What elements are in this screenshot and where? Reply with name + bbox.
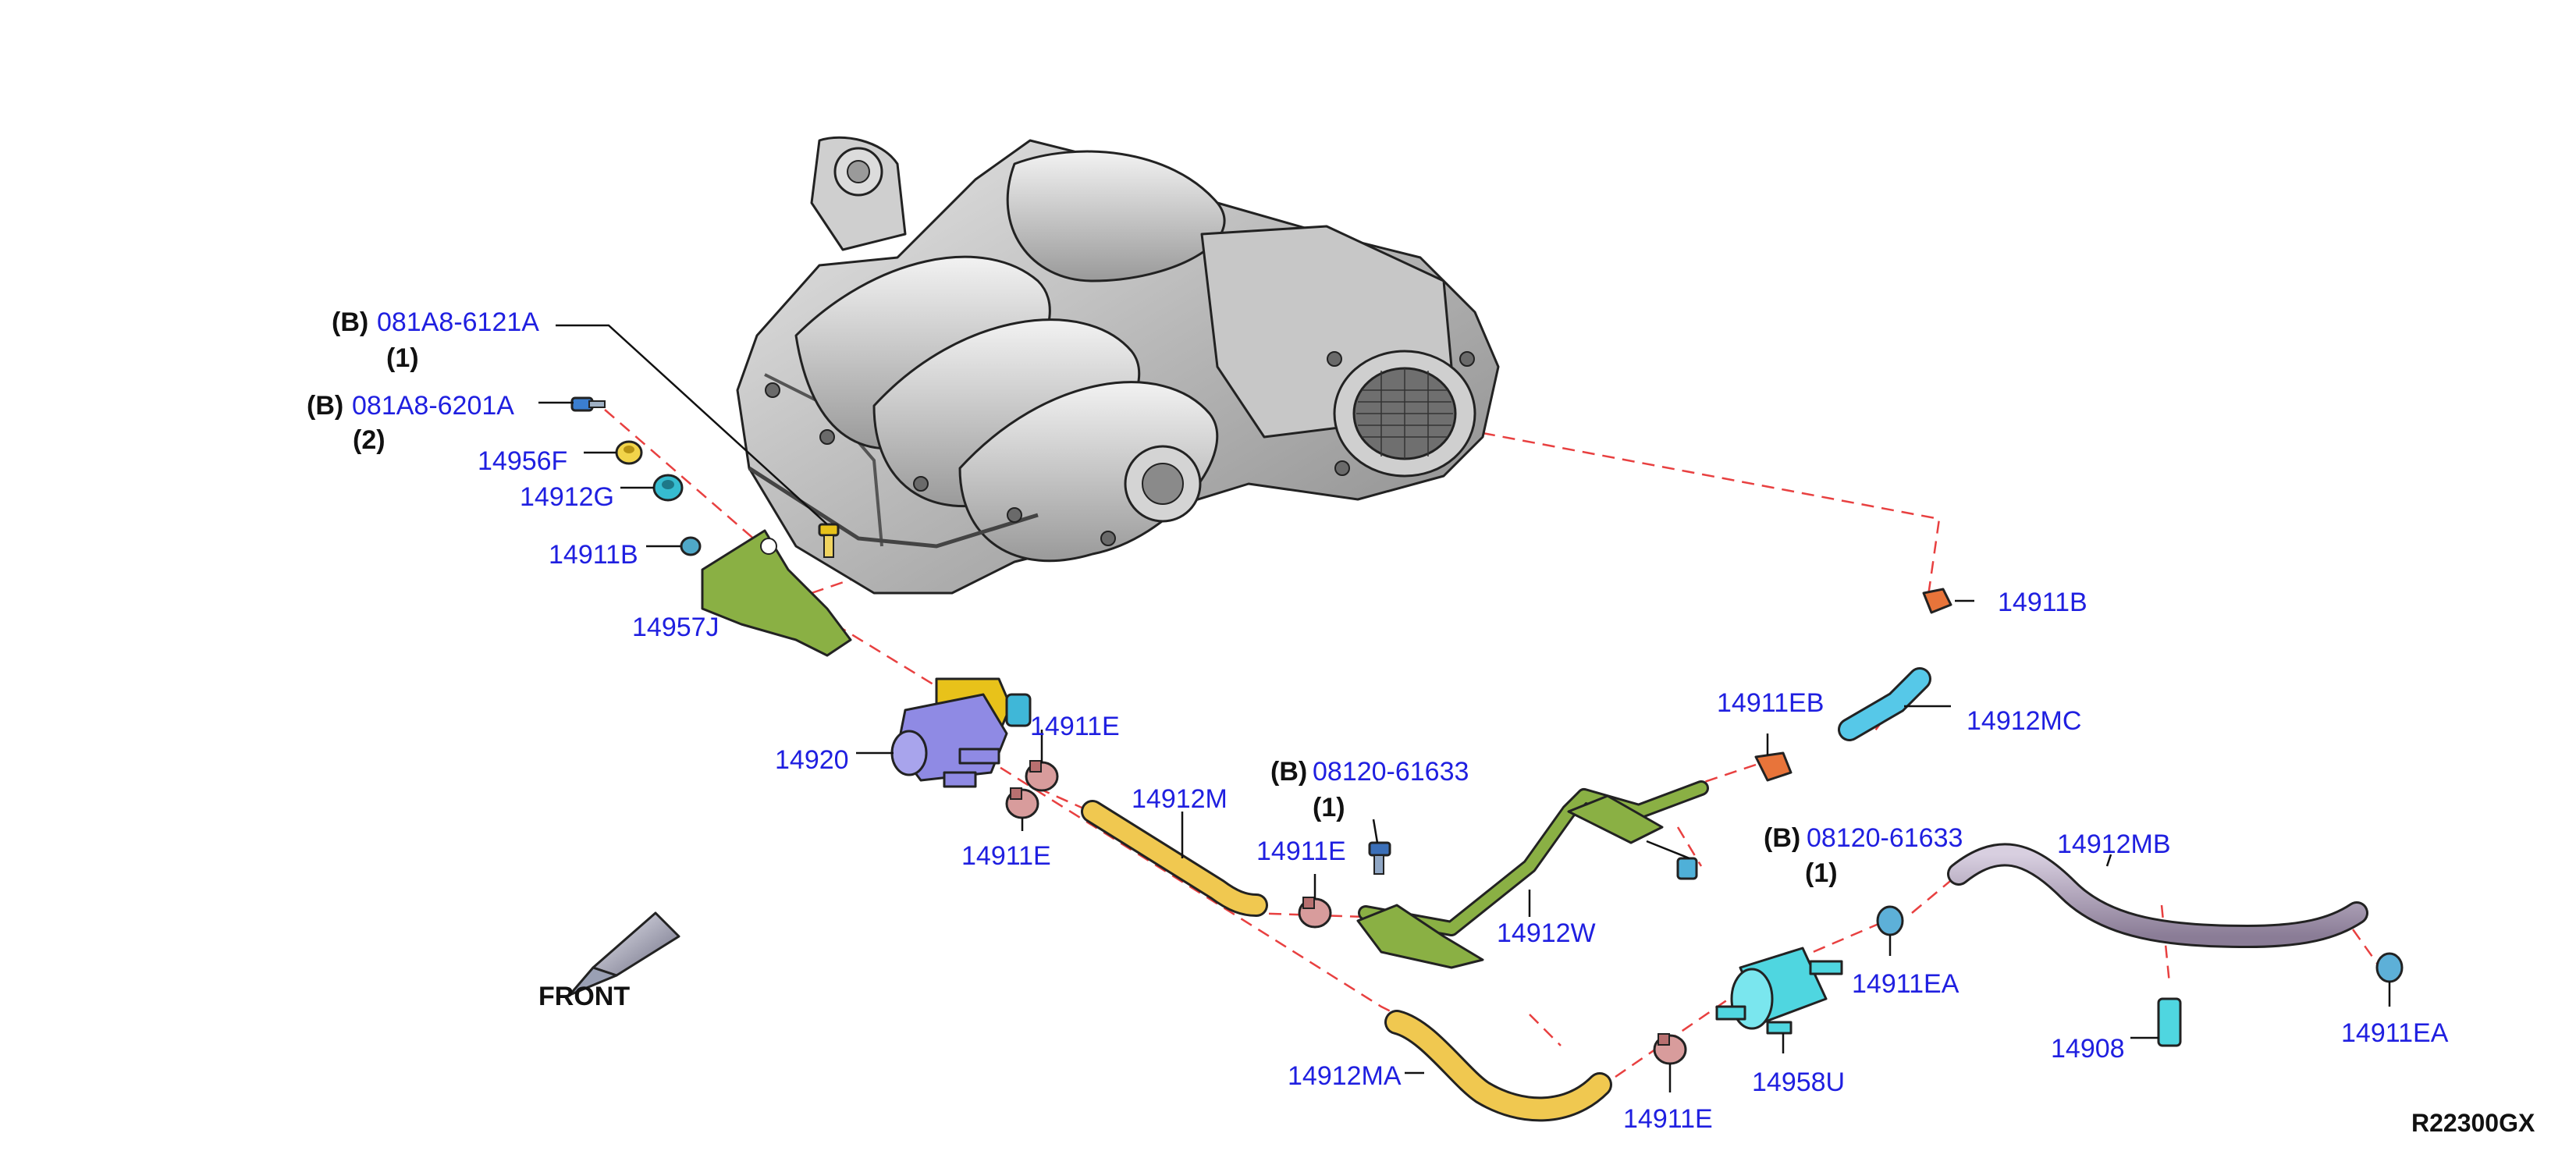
canister-filter-14958u [1715,947,1843,1035]
clamps [1005,588,2404,1065]
clamp-14911ea-left [1876,905,1904,936]
label-14911e-bottom: 14911E [1623,1104,1713,1134]
clamp-14911e-bottom [1653,1033,1687,1065]
clip-14911b [680,536,702,556]
label-14920: 14920 [775,745,849,775]
qty-2: (2) [353,425,386,455]
clamp-14911ea-right [2375,952,2404,983]
label-14911eb: 14911EB [1717,688,1824,718]
mark-b-1: (B) [332,307,368,337]
label-14911ea-left: 14911EA [1852,969,1960,999]
washer-14956f [615,440,643,465]
clamp-14911e-upper [1025,760,1059,792]
label-14911b-top: 14911B [1998,588,2087,617]
label-14912g: 14912G [520,482,614,512]
qty-1b: (1) [1313,793,1345,822]
hose-14912ma [1384,1010,1612,1122]
connector-14908 [2157,997,2182,1047]
label-14912w: 14912W [1497,918,1596,948]
grommet-14912g [652,474,684,502]
clamp-14911e-lower [1005,787,1039,819]
mark-b-2: (B) [307,391,343,421]
clamp-14911eb [1754,751,1793,782]
label-14911e-upper: 14911E [1030,712,1120,741]
clamp-14911e-mid [1298,897,1332,929]
label-14911e-mid: 14911E [1256,837,1346,866]
label-14911b: 14911B [549,540,638,570]
part-labels: (B) 081A8-6121A (1) (B) 081A8-6201A (2) … [307,307,2535,1137]
label-08120-61633-left: 08120-61633 [1313,757,1469,787]
bolt-081a8-6201a [570,396,606,412]
bolt-081a8-6121a [818,523,840,558]
label-08120-61633-right: 08120-61633 [1807,823,1963,853]
mark-b-3: (B) [1270,757,1307,787]
label-14911ea-right: 14911EA [2341,1018,2449,1048]
qty-1c: (1) [1805,858,1838,888]
qty-1a: (1) [386,343,419,373]
vacuum-tube-14912w [1356,780,1709,969]
intake-manifold [736,136,1500,595]
label-14911e-lower: 14911E [961,841,1051,871]
label-14912mc: 14912MC [1967,706,2081,736]
leader-lines [538,324,2391,1092]
mark-b-4: (B) [1764,823,1800,853]
clamp-14911b-top [1922,588,1952,614]
label-14956f: 14956F [478,446,567,476]
bolt-08120-61633-right [1676,857,1698,880]
diagram-code: R22300GX [2411,1109,2535,1137]
front-label: FRONT [538,982,630,1011]
hose-14912mb [1947,843,2368,949]
front-arrow-icon [568,911,680,996]
label-14958u: 14958U [1752,1067,1845,1097]
label-14908: 14908 [2051,1034,2125,1064]
bolt-08120-61633-left [1368,841,1391,875]
label-14957j: 14957J [632,613,720,642]
label-081a8-6201a: 081A8-6201A [352,391,514,421]
label-14912mb: 14912MB [2057,829,2171,859]
fastener-stack [570,396,840,558]
label-14912m: 14912M [1132,784,1228,814]
label-14912ma: 14912MA [1288,1061,1402,1091]
solenoid-valve-14920 [890,677,1032,788]
hose-14912m [1081,800,1268,917]
bracket-14957j [701,529,852,657]
label-081a8-6121a: 081A8-6121A [377,307,539,337]
hose-14912mc [1838,667,1931,741]
